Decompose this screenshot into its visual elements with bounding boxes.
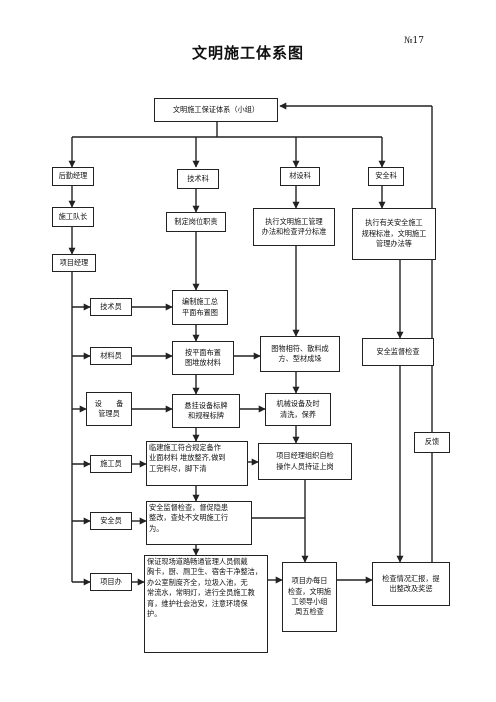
chart-title: 文明施工体系图 xyxy=(191,44,304,62)
node-material-staff: 材料员 xyxy=(90,347,132,365)
node-safety-supervise: 安全监督检查 xyxy=(362,338,434,366)
node-foreman: 施工员 xyxy=(90,455,132,473)
node-logistics: 后勤经理 xyxy=(52,167,94,186)
node-duties: 制定岗位职责 xyxy=(166,212,226,232)
node-mgmt-method: 执行文明施工管理 办法和检查评分标准 xyxy=(253,208,335,246)
node-summary: 检查情况汇报，提 出整改及奖惩 xyxy=(372,562,450,606)
node-office-duties: 保证现场道路畅通管理人员佩戴 胸卡，厨、厕卫生、宿舍干净整洁， 办公室制度齐全，… xyxy=(144,555,268,653)
node-safety-rules: 执行有关安全施工 规程标准，文明施工 管理办法等 xyxy=(352,208,436,260)
node-daily-check: 项目办每日 检查，文明施 工领导小组 周五检查 xyxy=(282,562,337,632)
node-project-office: 项目办 xyxy=(90,573,132,591)
node-safety-officer: 安全员 xyxy=(90,512,132,530)
node-project-manager: 项目经理 xyxy=(52,254,96,272)
node-feedback: 反馈 xyxy=(414,432,450,453)
page-number: №17 xyxy=(404,36,424,46)
node-equip-signs: 悬挂设备标牌 和规程标牌 xyxy=(172,394,240,428)
node-pm-self-check: 项目经理组织自检 操作人员持证上岗 xyxy=(258,443,352,480)
node-material-stack: 图物相符、散料成 方、型材成垛 xyxy=(260,336,340,372)
arrow-group xyxy=(68,102,433,586)
node-technician: 技术员 xyxy=(90,298,132,316)
node-stack-materials: 按平面布置 图堆放材料 xyxy=(172,341,234,375)
node-temp-facilities: 临建施工符合规定备作 业面材料 堆放整齐,做到 工完料尽，脚下清 xyxy=(146,441,248,486)
node-equip-clean: 机械设备及时 清洗，保养 xyxy=(265,393,331,426)
node-safety-check: 安全监督检查，督促隐患 整改，查处不文明施工行 为。 xyxy=(146,501,252,545)
node-top: 文明施工保证体系（小组） xyxy=(154,98,278,122)
node-equipment-staff: 设 备 管理员 xyxy=(86,392,132,426)
node-material-dept: 材设科 xyxy=(280,167,320,186)
node-plan-layout: 编制施工总 平面布置图 xyxy=(172,290,228,325)
node-safety-dept: 安全科 xyxy=(368,167,404,186)
node-team-leader: 施工队长 xyxy=(52,207,94,227)
node-tech-dept: 技术科 xyxy=(177,169,219,189)
